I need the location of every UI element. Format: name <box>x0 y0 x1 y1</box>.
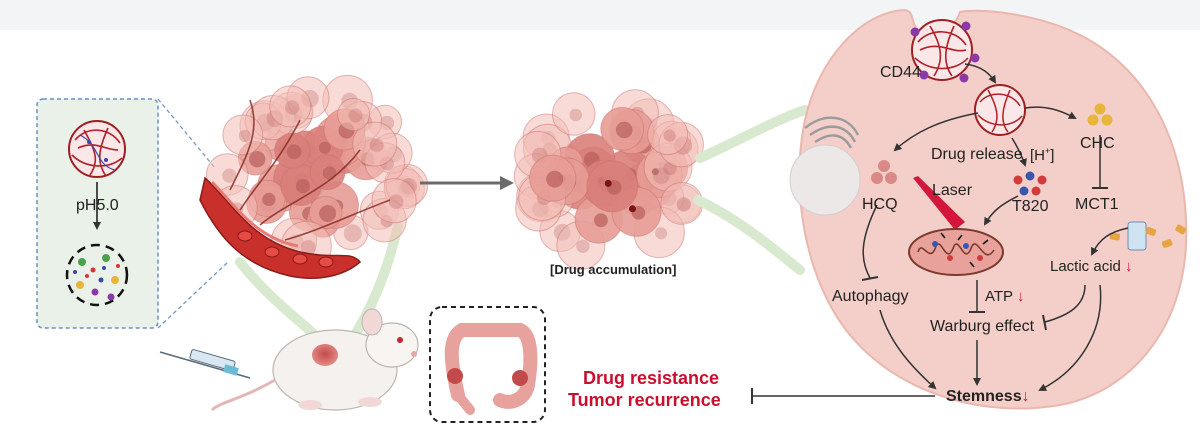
chc-molecules-icon <box>1087 103 1113 126</box>
mouse-illustration <box>159 308 419 412</box>
tumor-cell-nucleus <box>569 108 582 122</box>
accumulated-drug-dot <box>604 179 612 187</box>
tumor-cell-nucleus <box>615 121 633 139</box>
hcq-label: HCQ <box>862 196 898 213</box>
atp-label: ATP ↓ <box>985 288 1024 305</box>
tumor-cell <box>647 114 689 156</box>
syringe-icon <box>159 349 251 379</box>
golgi-apparatus-icon <box>804 116 860 149</box>
internalized-nanoparticle <box>974 84 1026 136</box>
tumor-cell-nucleus <box>285 100 300 115</box>
stemness-decrease-arrow: ↓ <box>1021 388 1030 405</box>
mct1-transporter-icon <box>1109 221 1187 251</box>
tumor-with-vessel <box>199 74 429 345</box>
warburg-effect-label: Warburg effect <box>930 318 1035 335</box>
tumor-cell-nucleus <box>546 170 564 188</box>
proton-symbol: [H <box>1030 147 1045 164</box>
tumor-cell <box>352 121 398 167</box>
autophagy-label: Autophagy <box>832 288 909 305</box>
outcome-drug-resistance: Drug resistance <box>583 368 720 388</box>
cell-membrane <box>798 8 1188 410</box>
proton-label: [H+] <box>1030 146 1054 164</box>
colon-inset <box>429 306 546 423</box>
lactic-acid-text: Lactic acid <box>1050 258 1121 275</box>
tumor-cell-nucleus <box>676 197 691 212</box>
tumor-cell-nucleus <box>238 129 251 142</box>
nucleus <box>789 144 861 216</box>
drug-accumulation-caption: [Drug accumulation] <box>550 262 677 277</box>
t820-molecule-icon <box>1013 171 1047 196</box>
accumulated-drug-dot <box>629 205 636 213</box>
tumor-cell <box>222 114 264 156</box>
tumor-cell-nucleus <box>348 108 363 123</box>
hcq-molecules-icon <box>871 160 897 184</box>
tumor-cell-nucleus <box>318 141 331 154</box>
drug-accumulation-tumor <box>513 89 704 270</box>
tumor-cell-nucleus <box>262 192 276 206</box>
tumor-cell-nucleus <box>295 179 311 194</box>
drug-release-label: Drug release <box>931 146 1023 163</box>
laser-beam <box>913 176 965 230</box>
nanoparticle-icon <box>68 120 126 178</box>
tumor-cell-nucleus <box>249 151 266 168</box>
ph-inset-panel <box>36 98 229 329</box>
tumor-cell-nucleus <box>222 168 237 183</box>
stemness-label: Stemness↓ <box>946 388 1030 406</box>
tumor-cell-nucleus <box>388 194 404 209</box>
tumor-cell-nucleus <box>322 166 337 180</box>
dissociated-particles-icon <box>65 243 129 307</box>
outcome-tumor-recurrence: Tumor recurrence <box>568 390 721 410</box>
tumor-cell-nucleus <box>655 227 668 240</box>
proton-bracket: ] <box>1050 147 1055 164</box>
laser-label: Laser <box>932 182 973 199</box>
tumor-cell-nucleus <box>663 129 676 142</box>
tumor-cell <box>337 98 371 131</box>
t820-label: T820 <box>1012 198 1049 215</box>
cd44-label: CD44 <box>880 64 921 81</box>
ph-condition-label: pH5.0 <box>76 197 119 214</box>
chc-label: CHC <box>1080 135 1115 152</box>
mitochondrion-icon <box>908 228 1004 276</box>
tumor-cell-nucleus <box>369 138 384 153</box>
tumor-cell-nucleus <box>319 205 337 222</box>
tumor-cell-nucleus <box>286 144 302 160</box>
tumor-cell-nucleus <box>593 213 608 228</box>
atp-text: ATP <box>985 288 1013 305</box>
cancer-cell <box>693 8 1188 410</box>
proton-charge: + <box>1045 146 1051 156</box>
atp-decrease-arrow: ↓ <box>1016 288 1025 305</box>
lactic-acid-decrease-arrow: ↓ <box>1125 258 1133 275</box>
tumor-cell <box>371 178 417 224</box>
tumor-cell <box>551 92 596 136</box>
stemness-text: Stemness <box>946 388 1022 405</box>
lactic-acid-label: Lactic acid ↓ <box>1050 258 1133 275</box>
cd44-bound-nanoparticle <box>910 19 980 83</box>
tumor-cell-nucleus <box>300 240 316 255</box>
mct1-label: MCT1 <box>1075 196 1119 213</box>
tumor-cell <box>269 85 312 128</box>
tumor-cell-nucleus <box>576 239 590 253</box>
tumor-cell-nucleus <box>343 224 362 243</box>
